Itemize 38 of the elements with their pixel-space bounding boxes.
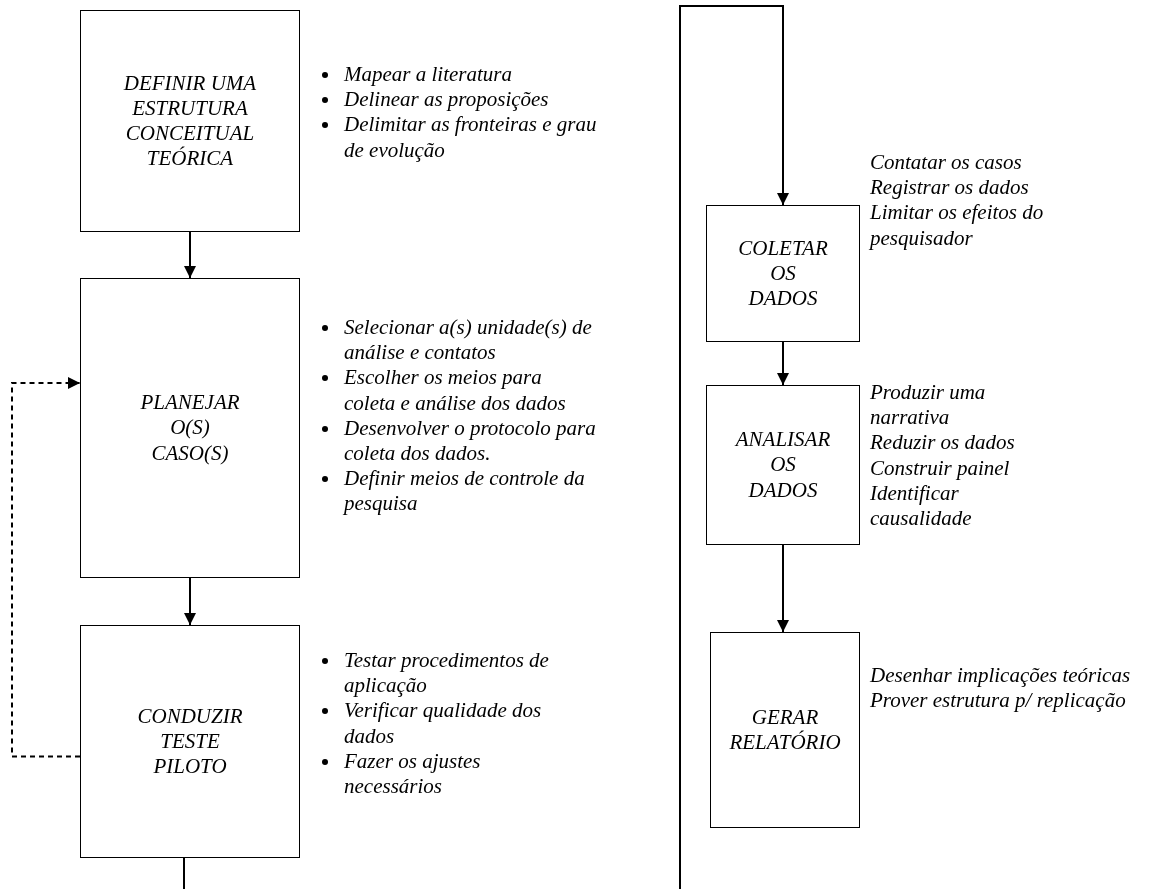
bullet-item: Fazer os ajustes necessários [344,748,482,800]
step-label: GERAR RELATÓRIO [729,704,841,756]
process-box [706,385,860,545]
process-box [710,632,860,828]
step-label: PLANEJAR O(S) CASO(S) [140,390,240,466]
step-note: Produzir uma narrativa [870,380,987,431]
process-box [80,10,300,232]
step-note: Construir painel [870,455,1011,481]
process-box [706,205,860,342]
bullet-item: Selecionar a(s) unidade(s) de análise e contatos [344,315,593,366]
step-note: Prover estrutura p/ replicação [870,688,1127,714]
bullet-item: Delinear as proposições [344,87,549,113]
step-note: Limitar os efeitos do pesquisador [870,200,1045,251]
step-label: CONDUZIR TESTE PILOTO [137,703,243,780]
arrow [777,341,789,386]
process-box [80,625,300,858]
step-note: Contatar os casos [870,150,1023,176]
process-box [80,278,300,578]
bullet-item: Verificar qualidade dos dados [344,698,543,749]
bullet-item: Testar procedimentos de aplicação [344,648,550,699]
step-note: Identificar causalidade [870,480,973,532]
connector-line [183,857,185,889]
arrow [11,377,81,758]
step-label: ANALISAR OS DADOS [735,427,831,503]
bullet-item: Escolher os meios para coleta e análise dos dados [344,365,567,416]
step-note: Registrar os dados [870,175,1030,201]
bullet-item: Delimitar as fronteiras e grau de evolução [344,112,598,163]
step-note: Reduzir os dados [870,430,1016,456]
bullet-item: Mapear a literatura [344,62,512,88]
step-note: Desenhar implicações teóricas [870,663,1132,689]
arrow [777,544,789,633]
arrow [184,577,196,626]
arrow [184,231,196,279]
bullet-item: Definir meios de controle da pesquisa [344,466,586,517]
step-label: COLETAR OS DADOS [738,235,828,312]
step-label: DEFINIR UMA ESTRUTURA CONCEITUAL TEÓRICA [122,70,258,172]
arrow [679,5,789,889]
bullet-item: Desenvolver o protocolo para coleta dos dados. [344,415,597,467]
